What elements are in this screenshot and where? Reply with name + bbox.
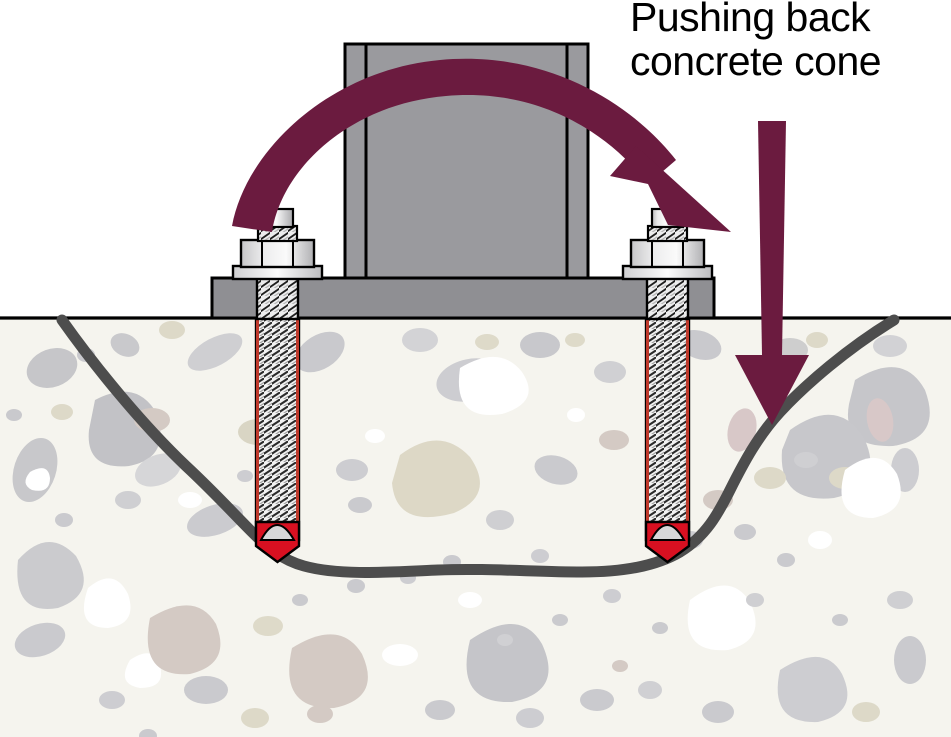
downward-load-arrow xyxy=(735,121,809,425)
down-arrow-head xyxy=(735,355,809,425)
right-hex-nut xyxy=(629,238,706,269)
concrete-cone-crack xyxy=(56,314,900,578)
concrete-aggregate xyxy=(6,321,930,737)
callout-label: Pushing back concrete cone xyxy=(630,0,950,84)
left-hex-nut xyxy=(239,238,316,269)
callout-line-1: Pushing back xyxy=(630,0,871,40)
right-anchor-bolt xyxy=(621,207,714,564)
concrete-substrate xyxy=(0,316,951,737)
left-anchor-bolt xyxy=(231,207,324,564)
callout-line-2: concrete cone xyxy=(630,37,882,84)
curved-tension-arrow xyxy=(232,58,731,232)
curved-arrow-head xyxy=(610,146,731,232)
down-arrow-shaft xyxy=(758,121,786,355)
